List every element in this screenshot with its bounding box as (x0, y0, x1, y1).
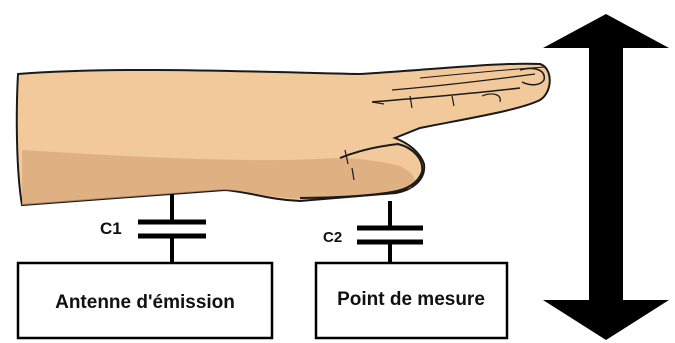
measurement-point-box: Point de mesure (316, 263, 507, 338)
emission-antenna-box: Antenne d'émission (18, 263, 272, 338)
capacitor-c2: C2 (323, 201, 423, 263)
emission-antenna-label: Antenne d'émission (55, 292, 235, 313)
hand-icon (17, 64, 550, 205)
vertical-double-arrow-icon (543, 14, 669, 340)
capacitor-c1: C1 (100, 194, 206, 263)
measurement-point-label: Point de mesure (337, 289, 485, 310)
c2-label: C2 (323, 229, 342, 246)
c1-label: C1 (100, 219, 122, 238)
